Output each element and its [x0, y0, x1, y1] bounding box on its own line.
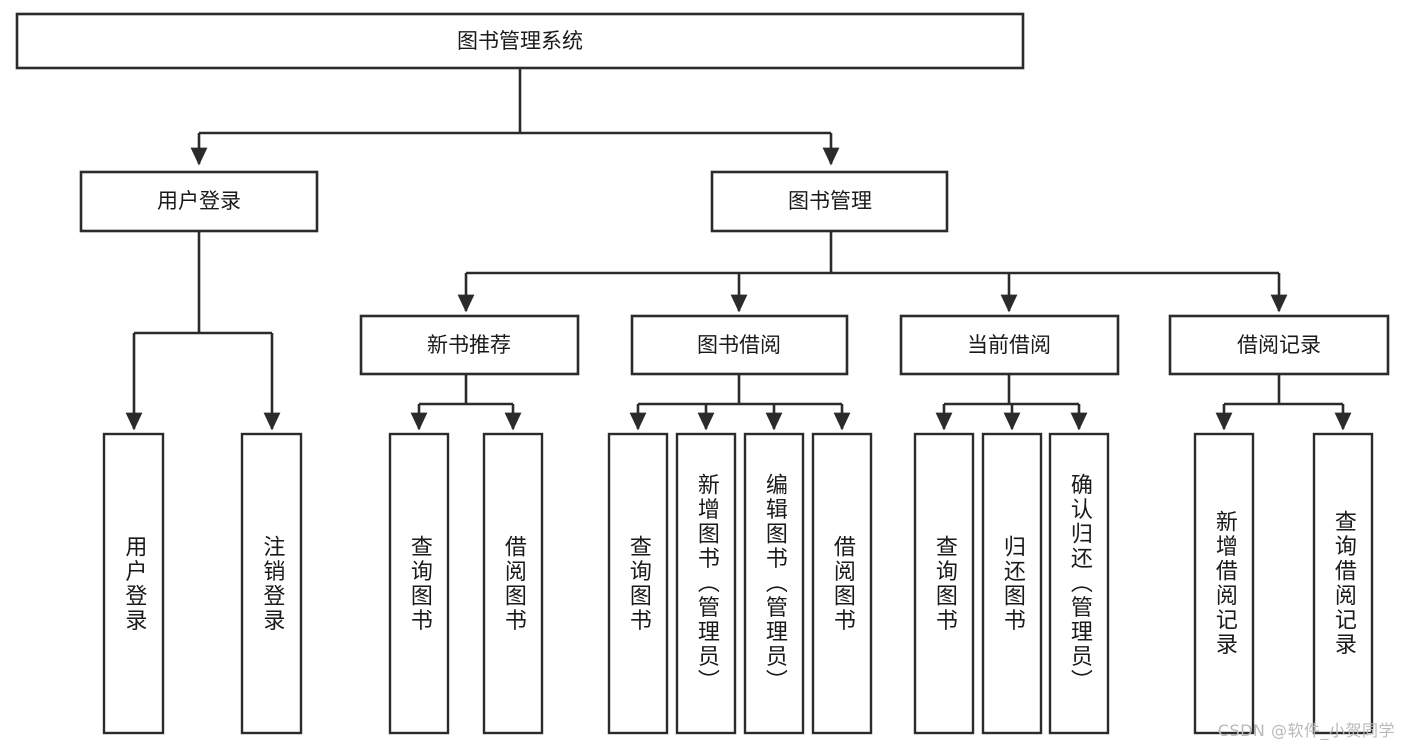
csdn-watermark: CSDN @软件_小贺同学: [1217, 721, 1395, 740]
node-current-borrow-box[interactable]: [899, 314, 1120, 376]
node-book-borrow-label: 图书借阅: [697, 333, 781, 357]
leaf-query-book-3-box[interactable]: [913, 432, 975, 735]
connector-root-to-level2: [190, 68, 840, 166]
leaf-borrow-book-2-box[interactable]: [811, 432, 873, 735]
connector-user-login-to-leaves: [125, 231, 281, 431]
node-book-borrow-box[interactable]: [630, 314, 849, 376]
connector-book-manage-to-level3: [457, 231, 1288, 313]
leaf-query-borrow-record-box[interactable]: [1312, 432, 1374, 735]
leaf-add-book-admin-box[interactable]: [675, 432, 737, 735]
connector-borrow-record-to-leaves: [1215, 374, 1352, 431]
node-borrow-record-box[interactable]: [1168, 314, 1390, 376]
node-user-login-label: 用户登录: [157, 189, 241, 213]
leaf-user-login-box[interactable]: [102, 432, 165, 735]
leaf-query-book-1-box[interactable]: [388, 432, 450, 735]
node-book-manage-label: 图书管理: [788, 189, 872, 213]
leaf-query-book-2-box[interactable]: [607, 432, 669, 735]
leaf-confirm-return-admin-box[interactable]: [1048, 432, 1110, 735]
node-new-book-rec-label: 新书推荐: [427, 333, 511, 357]
node-new-book-rec-box[interactable]: [359, 314, 580, 376]
connector-current-borrow-to-leaves: [935, 374, 1088, 431]
node-current-borrow-label: 当前借阅: [967, 333, 1051, 357]
node-book-manage-box[interactable]: [710, 170, 949, 233]
connector-new-book-rec-to-leaves: [410, 374, 522, 431]
leaf-add-borrow-record-box[interactable]: [1193, 432, 1255, 735]
node-root-label: 图书管理系统: [457, 29, 583, 53]
leaf-logout-box[interactable]: [240, 432, 303, 735]
leaf-edit-book-admin-box[interactable]: [743, 432, 805, 735]
leaf-return-book-box[interactable]: [981, 432, 1043, 735]
connector-book-borrow-to-leaves: [629, 374, 851, 431]
node-root-box[interactable]: [15, 12, 1025, 70]
node-borrow-record-label: 借阅记录: [1237, 333, 1321, 357]
leaf-borrow-book-1-box[interactable]: [482, 432, 544, 735]
node-user-login-box[interactable]: [79, 170, 319, 233]
